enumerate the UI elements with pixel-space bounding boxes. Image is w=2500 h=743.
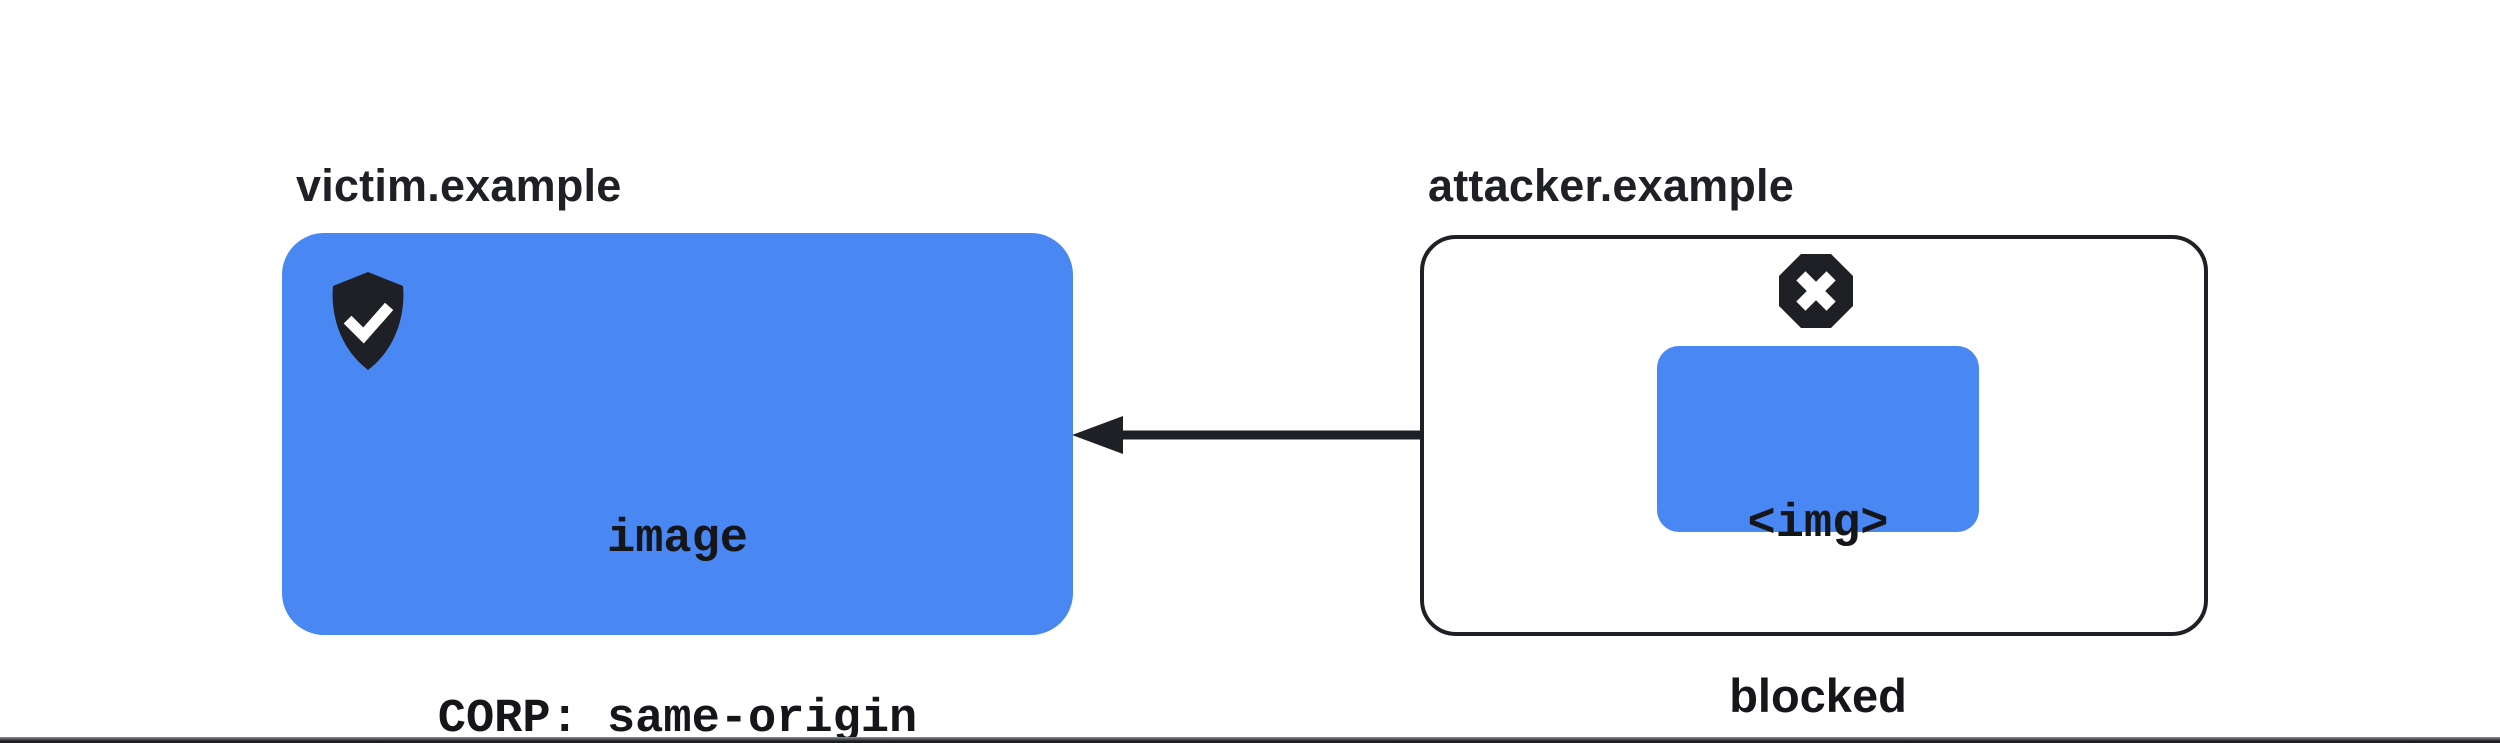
bottom-divider (0, 737, 2500, 743)
octagon-x-icon (1779, 254, 1853, 328)
victim-domain-label: victim.example (296, 160, 622, 211)
blocked-request-arrow (1072, 416, 1656, 454)
blocked-img-text: <img> blocked (1657, 382, 1979, 743)
victim-resource-box: image CORP: same-origin (282, 233, 1073, 743)
victim-resource-text: image CORP: same-origin (282, 390, 1073, 743)
blocked-img-line-2: blocked (1729, 669, 1907, 722)
attacker-domain-label: attacker.example (1428, 160, 1794, 211)
victim-resource-line-2: CORP: same-origin (437, 693, 918, 743)
shield-check-icon (332, 272, 404, 370)
blocked-img-box: <img> blocked (1657, 346, 1979, 722)
victim-resource-line-1: image (606, 513, 749, 566)
attacker-page-box: <img> blocked (1420, 235, 2208, 722)
blocked-img-line-1: <img> (1747, 498, 1889, 551)
